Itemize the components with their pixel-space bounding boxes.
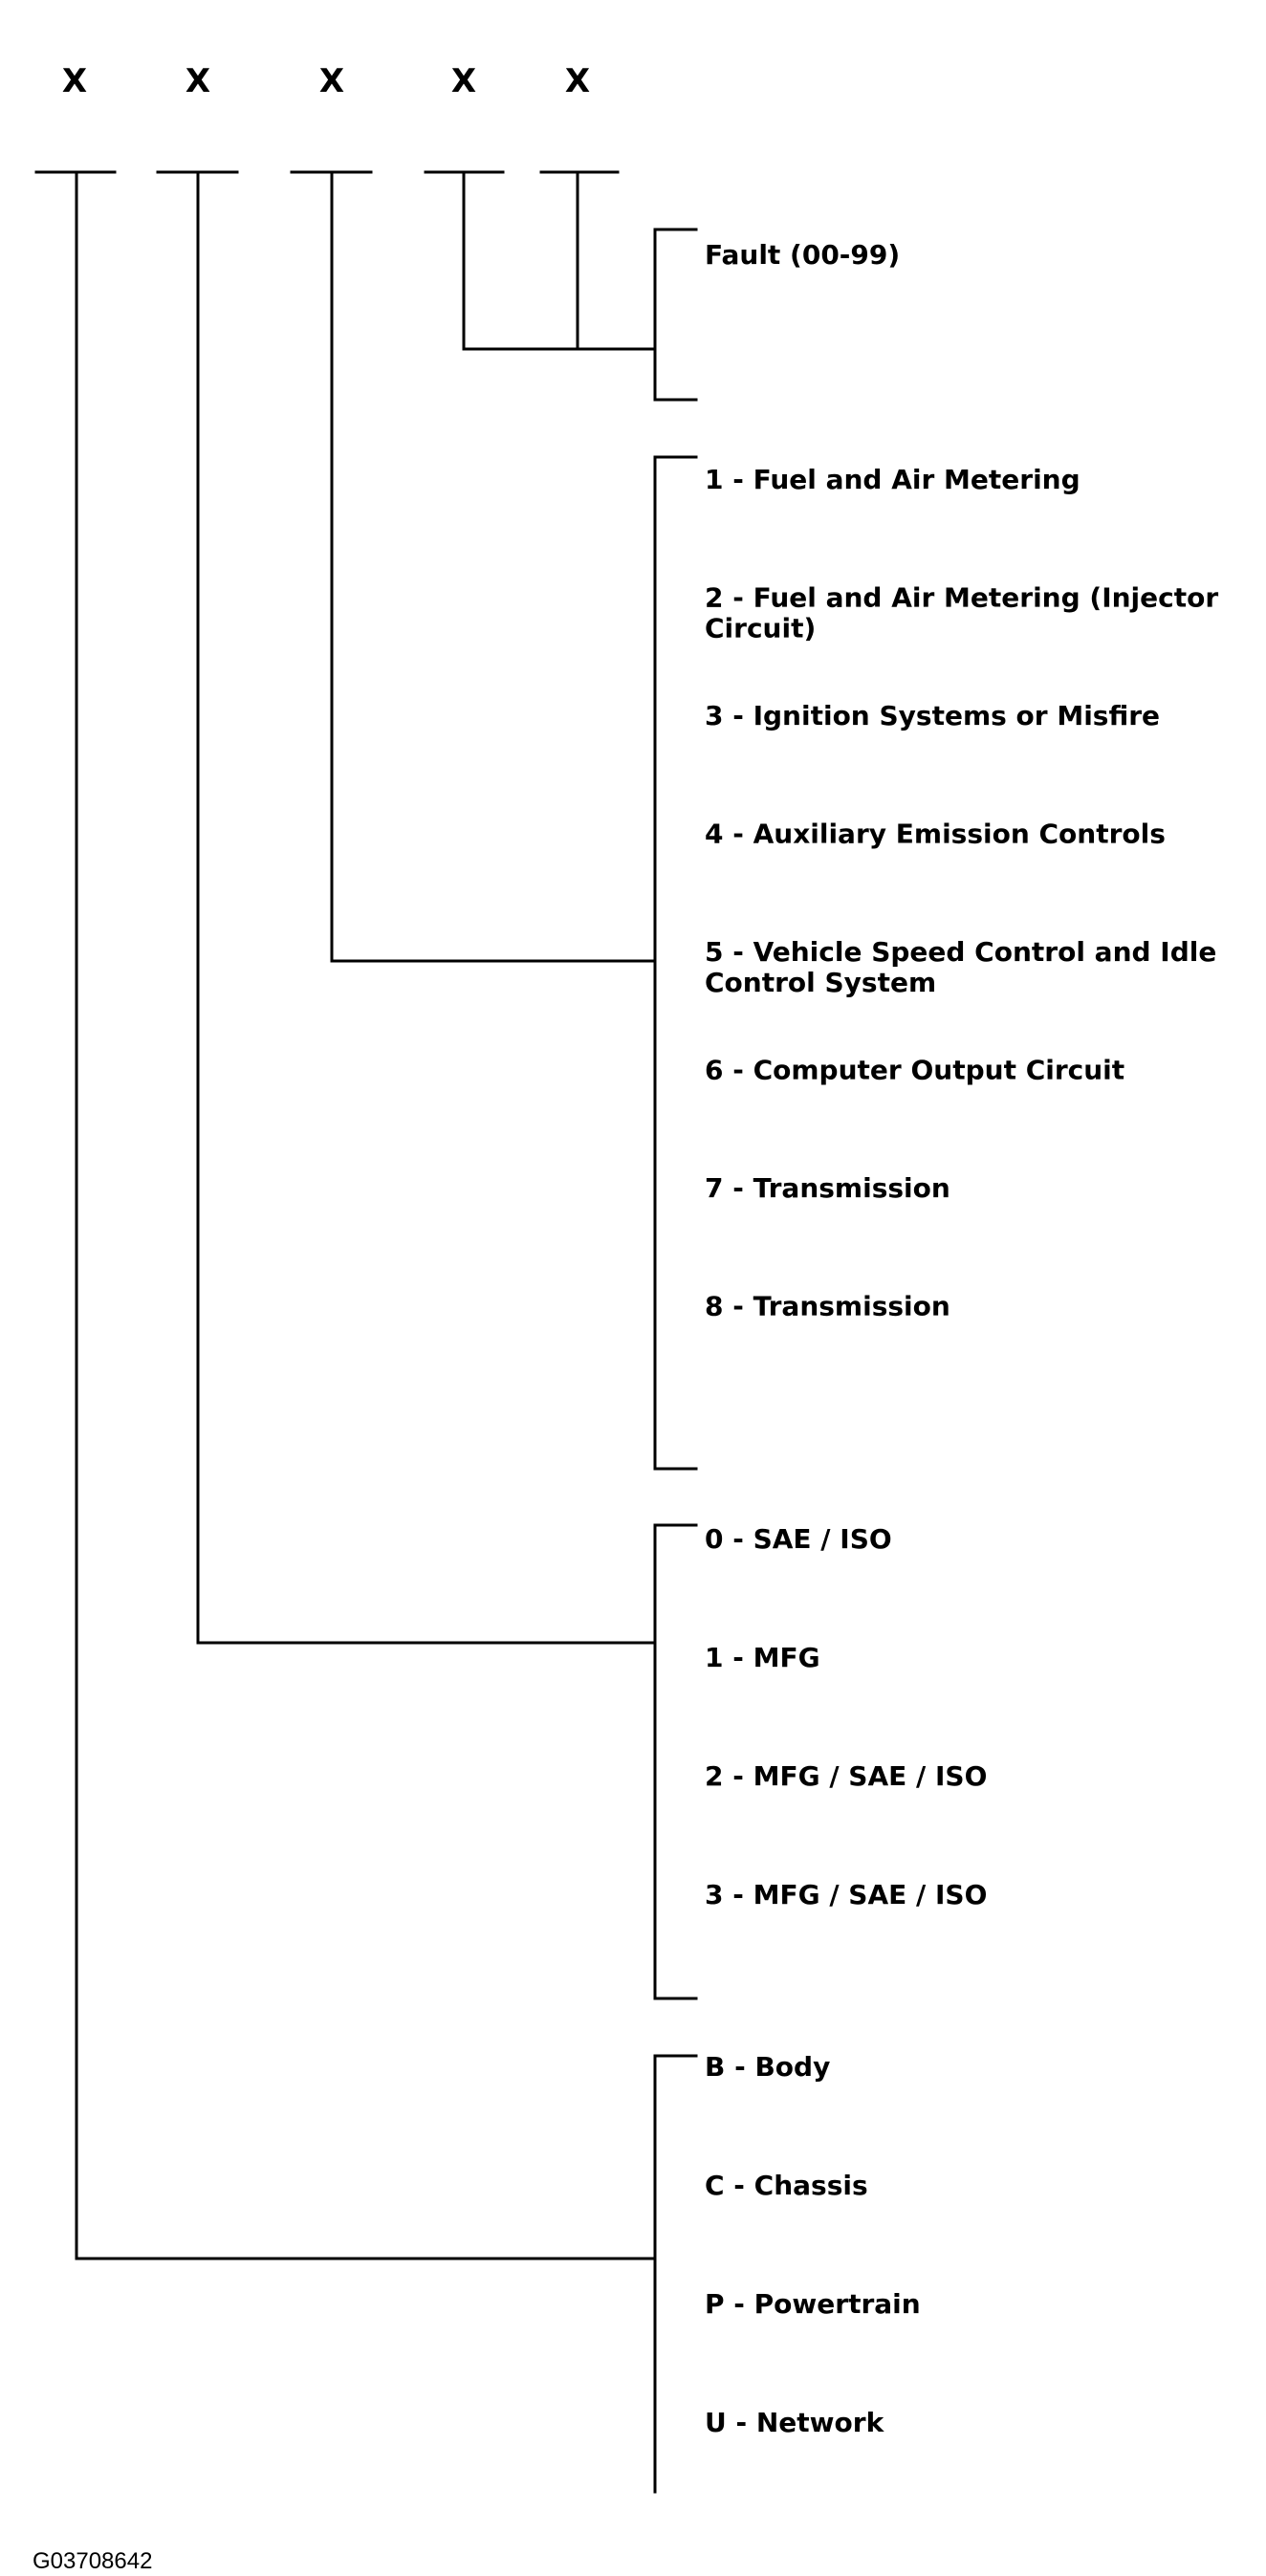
subsystem-item-4-line-1: Control System (705, 967, 936, 998)
position-1-label: X (62, 62, 87, 100)
position-2-label: X (186, 62, 210, 100)
subsystem-item-6: 7 - Transmission (705, 1172, 950, 1204)
system-item-0: B - Body (705, 2051, 830, 2083)
fault-range-label: Fault (00-99) (705, 239, 900, 271)
position-3-label: X (319, 62, 344, 100)
subsystem-item-3: 4 - Auxiliary Emission Controls (705, 819, 1166, 850)
code-type-item-0: 0 - SAE / ISO (705, 1523, 892, 1555)
system-item-1: C - Chassis (705, 2170, 868, 2201)
position-5-label: X (565, 62, 590, 100)
system-item-3: U - Network (705, 2407, 885, 2438)
code-type-item-2: 2 - MFG / SAE / ISO (705, 1760, 987, 1792)
subsystem-item-4-line-0: 5 - Vehicle Speed Control and Idle (705, 936, 1216, 968)
subsystem-item-1-line-0: 2 - Fuel and Air Metering (Injector (705, 582, 1218, 614)
subsystem-item-0: 1 - Fuel and Air Metering (705, 464, 1080, 495)
system-item-2: P - Powertrain (705, 2288, 921, 2320)
code-type-item-1: 1 - MFG (705, 1642, 820, 1673)
subsystem-item-5: 6 - Computer Output Circuit (705, 1055, 1124, 1086)
figure-code: G03708642 (33, 2548, 152, 2574)
subsystem-item-1-line-1: Circuit) (705, 613, 816, 644)
position-4-label: X (451, 62, 476, 100)
subsystem-item-2: 3 - Ignition Systems or Misfire (705, 700, 1160, 731)
subsystem-item-7: 8 - Transmission (705, 1291, 950, 1322)
code-type-item-3: 3 - MFG / SAE / ISO (705, 1879, 987, 1910)
